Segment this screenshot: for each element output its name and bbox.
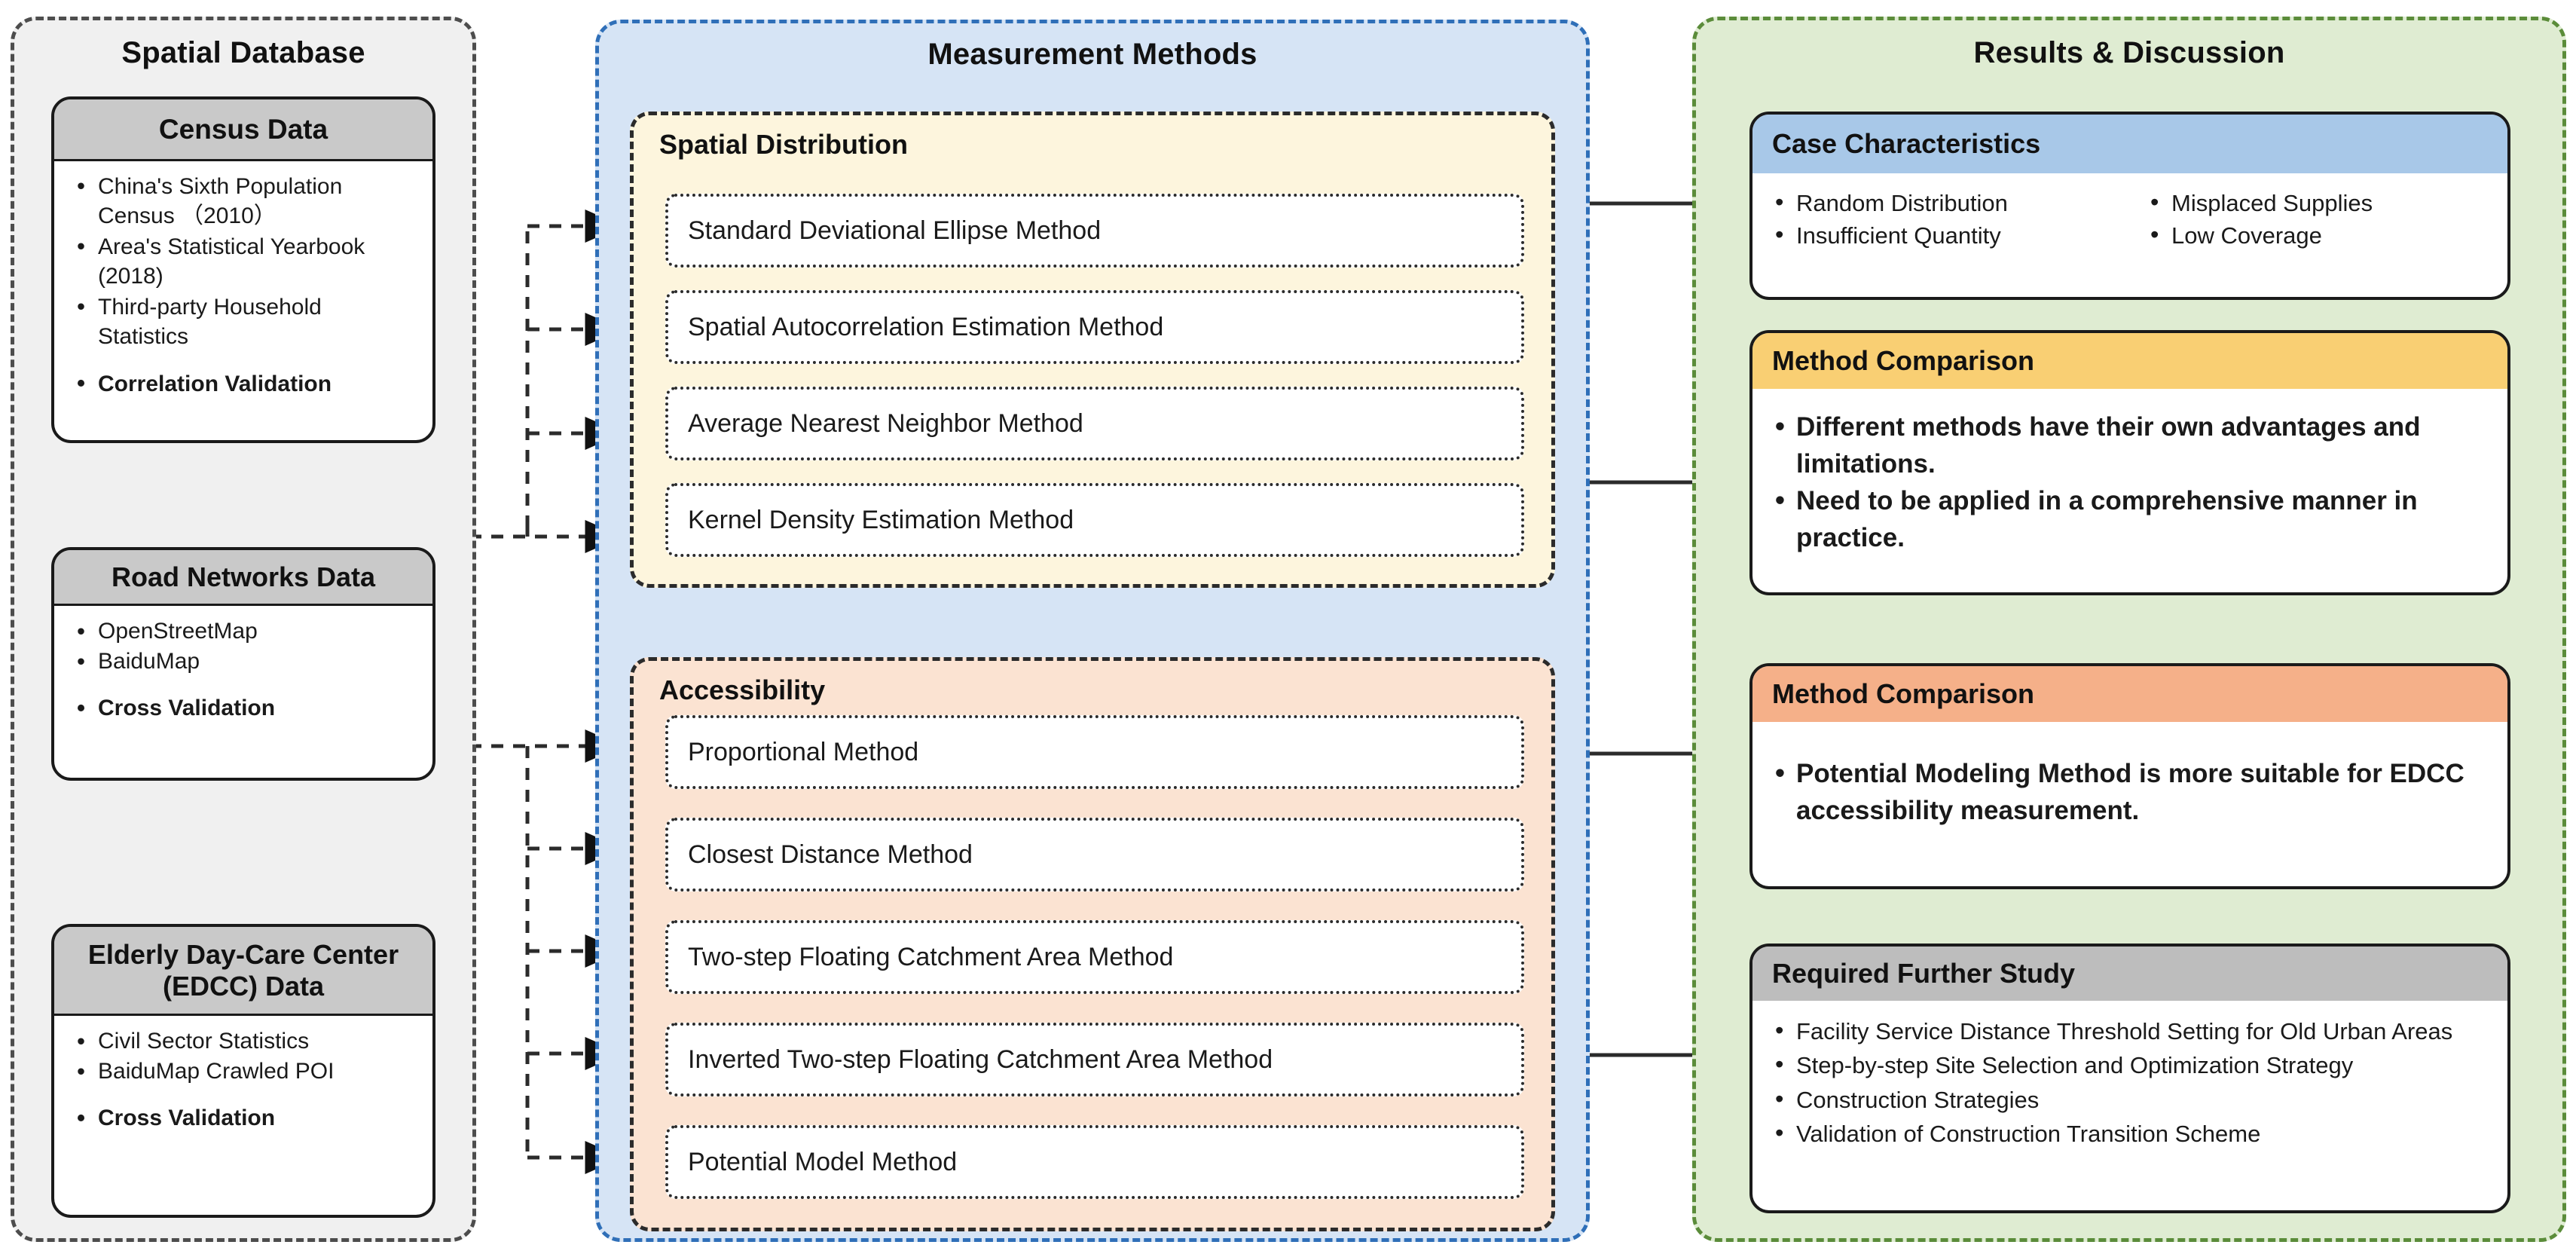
- list-item: Construction Strategies: [1769, 1081, 2492, 1117]
- road-networks-data-list: OpenStreetMap BaiduMap Cross Validation: [71, 615, 417, 724]
- group-title-spatial-distribution: Spatial Distribution: [659, 129, 909, 160]
- list-item: Validation of Construction Transition Sc…: [1769, 1115, 2492, 1151]
- panel-title-spatial-database: Spatial Database: [121, 36, 365, 69]
- list-item: Third-party Household Statistics: [71, 291, 417, 351]
- required-further-study-list: Facility Service Distance Threshold Sett…: [1769, 1013, 2492, 1151]
- card-road-networks-data-header: Road Networks Data: [54, 550, 432, 606]
- list-item: Misplaced Supplies: [2144, 185, 2507, 220]
- group-accessibility: Accessibility Proportional Method Closes…: [630, 657, 1555, 1231]
- list-item: Step-by-step Site Selection and Optimiza…: [1769, 1047, 2492, 1083]
- list-item: Correlation Validation: [71, 368, 417, 399]
- card-method-comparison-1-header: Method Comparison: [1752, 333, 2507, 389]
- census-data-list: China's Sixth Population Census （2010） A…: [71, 170, 417, 399]
- list-item: Cross Validation: [71, 1102, 417, 1133]
- card-case-characteristics-header: Case Characteristics: [1752, 115, 2507, 173]
- list-item: Cross Validation: [71, 692, 417, 723]
- card-census-data[interactable]: Census Data China's Sixth Population Cen…: [51, 96, 435, 443]
- panel-title-results-discussion: Results & Discussion: [1973, 36, 2285, 69]
- list-item: Need to be applied in a comprehensive ma…: [1769, 481, 2492, 556]
- list-item: Different methods have their own advanta…: [1769, 407, 2492, 482]
- method-box-potential-model[interactable]: Potential Model Method: [665, 1125, 1524, 1199]
- list-item: Civil Sector Statistics: [71, 1025, 417, 1057]
- list-item: Random Distribution: [1769, 185, 2144, 220]
- method-comparison-1-list: Different methods have their own advanta…: [1769, 407, 2492, 556]
- method-box-average-nearest-neighbor[interactable]: Average Nearest Neighbor Method: [665, 387, 1524, 460]
- list-item: BaiduMap: [71, 645, 417, 677]
- group-spatial-distribution: Spatial Distribution Standard Deviationa…: [630, 112, 1555, 588]
- card-census-data-header: Census Data: [54, 99, 432, 161]
- card-case-characteristics[interactable]: Case Characteristics Random Distribution…: [1749, 112, 2510, 300]
- list-item: Area's Statistical Yearbook (2018): [71, 231, 417, 291]
- card-required-further-study-header: Required Further Study: [1752, 947, 2507, 1001]
- list-item: BaiduMap Crawled POI: [71, 1055, 417, 1087]
- card-method-comparison-2[interactable]: Method Comparison Potential Modeling Met…: [1749, 663, 2510, 889]
- edcc-data-list: Civil Sector Statistics BaiduMap Crawled…: [71, 1025, 417, 1134]
- list-item: Low Coverage: [2144, 218, 2507, 252]
- method-box-kernel-density-estimation[interactable]: Kernel Density Estimation Method: [665, 483, 1524, 557]
- case-characteristics-column-a: Random Distribution Insufficient Quantit…: [1769, 185, 2144, 252]
- list-item: Facility Service Distance Threshold Sett…: [1769, 1013, 2492, 1049]
- list-item: OpenStreetMap: [71, 615, 417, 647]
- list-item: China's Sixth Population Census （2010）: [71, 170, 417, 231]
- method-box-two-step-floating-catchment-area[interactable]: Two-step Floating Catchment Area Method: [665, 920, 1524, 994]
- method-box-closest-distance[interactable]: Closest Distance Method: [665, 818, 1524, 892]
- method-box-proportional[interactable]: Proportional Method: [665, 715, 1524, 789]
- method-box-standard-deviational-ellipse[interactable]: Standard Deviational Ellipse Method: [665, 194, 1524, 268]
- group-title-accessibility: Accessibility: [659, 674, 826, 705]
- list-item: Potential Modeling Method is more suitab…: [1769, 754, 2492, 829]
- card-method-comparison-1[interactable]: Method Comparison Different methods have…: [1749, 330, 2510, 595]
- method-box-inverted-two-step-floating-catchment-area[interactable]: Inverted Two-step Floating Catchment Are…: [665, 1023, 1524, 1096]
- card-required-further-study[interactable]: Required Further Study Facility Service …: [1749, 944, 2510, 1213]
- panel-title-measurement-methods: Measurement Methods: [927, 38, 1257, 71]
- card-edcc-data[interactable]: Elderly Day-Care Center (EDCC) Data Civi…: [51, 924, 435, 1218]
- card-edcc-data-header: Elderly Day-Care Center (EDCC) Data: [54, 927, 432, 1016]
- list-item: Insufficient Quantity: [1769, 218, 2144, 252]
- method-box-spatial-autocorrelation-estimation[interactable]: Spatial Autocorrelation Estimation Metho…: [665, 290, 1524, 364]
- card-road-networks-data[interactable]: Road Networks Data OpenStreetMap BaiduMa…: [51, 547, 435, 781]
- card-method-comparison-2-header: Method Comparison: [1752, 666, 2507, 722]
- case-characteristics-column-b: Misplaced Supplies Low Coverage: [2144, 185, 2507, 252]
- method-comparison-2-list: Potential Modeling Method is more suitab…: [1769, 754, 2492, 829]
